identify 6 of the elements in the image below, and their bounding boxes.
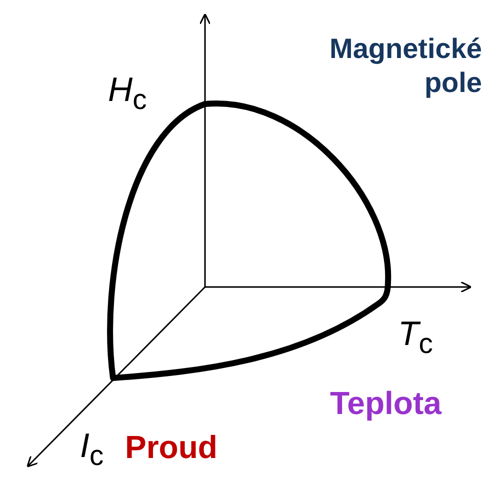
axis-title: Teplota (330, 384, 442, 422)
axis-label: H$_{c}$ (108, 70, 147, 118)
axis-label: I$_{c}$ (80, 426, 104, 474)
axis-label: T$_{c}$ (398, 314, 433, 362)
axis-title: Proud (125, 428, 218, 466)
axis-title: Magnetické pole (328, 32, 482, 100)
